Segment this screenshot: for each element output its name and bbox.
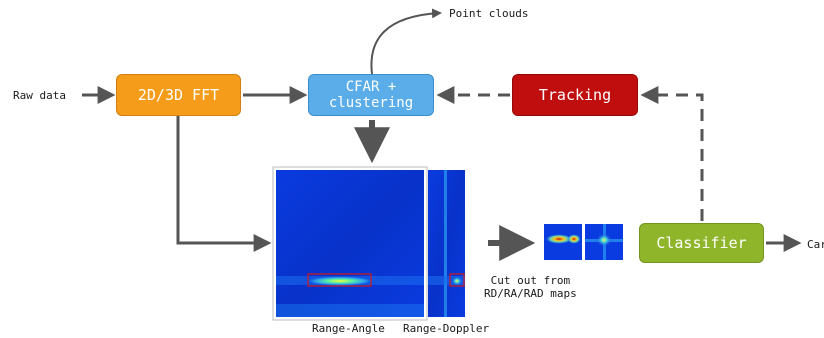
cfar-label-line1: CFAR + — [345, 79, 397, 95]
arrow-cfar-to-pointclouds — [370, 8, 442, 75]
output-label: Car — [807, 238, 824, 251]
roi-box-ra — [307, 273, 372, 287]
classifier-label: Classifier — [656, 233, 747, 252]
tracking-label: Tracking — [538, 85, 612, 104]
cfar-clustering-box: CFAR + clustering — [308, 74, 434, 116]
raw-data-label: Raw data — [13, 89, 66, 102]
fft-box: 2D/3D FFT — [116, 74, 241, 116]
cfar-label-line2: clustering — [328, 95, 414, 111]
range-doppler-map — [428, 170, 465, 317]
cut-out-line1: Cut out from — [490, 274, 571, 287]
roi-box-rd — [449, 273, 465, 287]
range-doppler-label: Range-Doppler — [403, 322, 490, 335]
range-angle-label: Range-Angle — [312, 322, 385, 335]
crop-range-angle — [544, 224, 582, 260]
arrow-fft-to-maps — [176, 116, 272, 252]
arrow-classifier-to-tracking — [640, 86, 704, 221]
fft-label: 2D/3D FFT — [137, 85, 220, 104]
range-angle-map — [272, 166, 428, 321]
tracking-box: Tracking — [512, 74, 638, 116]
crop-range-doppler — [585, 224, 623, 260]
cut-out-label: Cut out from RD/RA/RAD maps — [484, 274, 577, 300]
cut-out-line2: RD/RA/RAD maps — [484, 287, 577, 300]
point-clouds-label: Point clouds — [449, 7, 529, 20]
classifier-box: Classifier — [639, 223, 764, 263]
